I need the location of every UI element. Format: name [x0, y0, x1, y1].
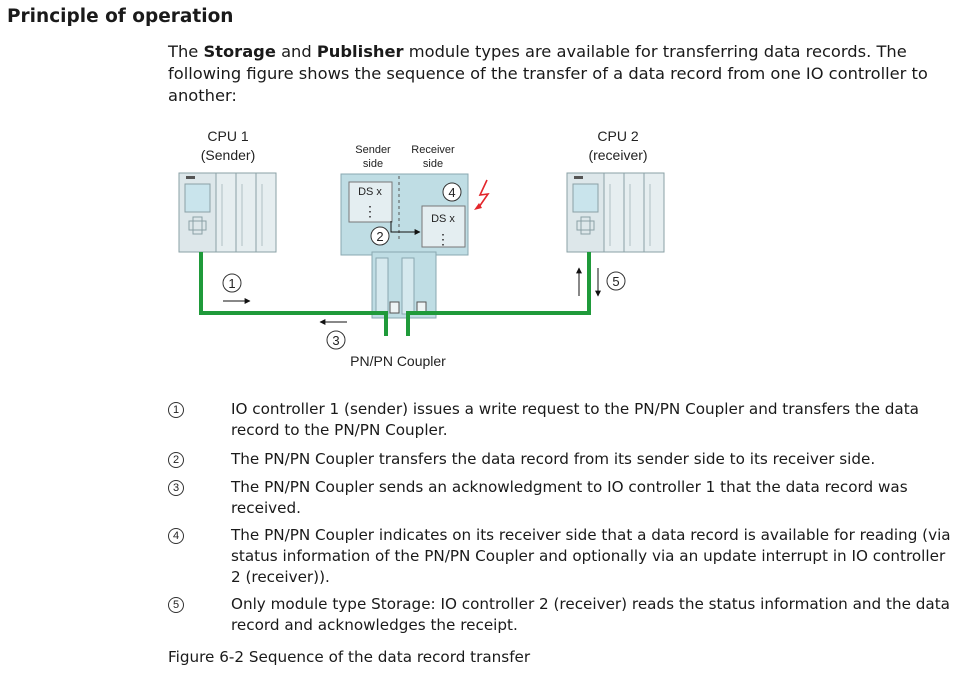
- legend-number-5: 5: [168, 597, 184, 613]
- intro-paragraph: The Storage and Publisher module types a…: [168, 41, 958, 107]
- network-line-cpu1: [199, 252, 388, 336]
- cpu2-role: (receiver): [588, 147, 647, 163]
- step-1-number: 1: [228, 276, 235, 291]
- cpu1-role: (Sender): [201, 147, 255, 163]
- sender-side-label-1: Sender: [355, 144, 391, 156]
- step-5-marker: [606, 271, 626, 291]
- legend-text-5: Only module type Storage: IO controller …: [231, 595, 950, 634]
- internal-transfer-arrow: [390, 221, 421, 235]
- data-record-transfer-diagram: CPU 1 (Sender) Sender side Receiver side…: [178, 128, 665, 369]
- figure-caption: Figure 6-2 Sequence of the data record t…: [168, 648, 531, 666]
- cpu2-device: [566, 172, 665, 253]
- step-5-number: 5: [612, 274, 619, 289]
- step-2-number: 2: [376, 229, 383, 244]
- cpu1-device: [178, 172, 277, 253]
- intro-storage-term: Storage: [203, 42, 276, 61]
- step-2-marker: [370, 226, 390, 246]
- receiver-record-dots: ⋮: [436, 231, 450, 247]
- sender-record-box: [348, 181, 393, 223]
- sender-record-dots: ⋮: [363, 203, 377, 219]
- legend-text-1: IO controller 1 (sender) issues a write …: [231, 400, 919, 439]
- section-heading: Principle of operation: [7, 6, 234, 27]
- step-4-marker: [442, 182, 462, 202]
- sender-side-label-2: side: [363, 158, 383, 170]
- step-3-number: 3: [332, 333, 339, 348]
- receiver-record-label: DS x: [431, 213, 455, 225]
- cpu2-name: CPU 2: [597, 128, 638, 144]
- receiver-side-label-2: side: [423, 158, 443, 170]
- coupler-label: PN/PN Coupler: [350, 353, 446, 369]
- receiver-record-box: [421, 205, 466, 248]
- intro-text-2: and: [275, 42, 317, 61]
- intro-text-3: module types are available for transferr…: [168, 42, 928, 105]
- step-3-marker: [326, 330, 346, 350]
- intro-text-1: The: [168, 42, 204, 61]
- interrupt-arrowhead: [474, 203, 482, 210]
- receiver-side-label-1: Receiver: [411, 144, 455, 156]
- legend-number-3: 3: [168, 480, 184, 496]
- network-line-cpu2: [406, 252, 591, 336]
- legend-number-4: 4: [168, 528, 184, 544]
- step-4-number: 4: [448, 185, 455, 200]
- legend-text-3: The PN/PN Coupler sends an acknowledgmen…: [231, 478, 908, 517]
- legend-text-4: The PN/PN Coupler indicates on its recei…: [231, 526, 951, 586]
- intro-publisher-term: Publisher: [316, 42, 404, 61]
- legend-number-1: 1: [168, 402, 184, 418]
- legend-number-2: 2: [168, 452, 184, 468]
- step-1-marker: [222, 273, 242, 293]
- legend-text-2: The PN/PN Coupler transfers the data rec…: [231, 450, 876, 468]
- cpu1-name: CPU 1: [207, 128, 248, 144]
- sender-record-label: DS x: [358, 186, 382, 198]
- interrupt-lightning-icon: [478, 179, 490, 208]
